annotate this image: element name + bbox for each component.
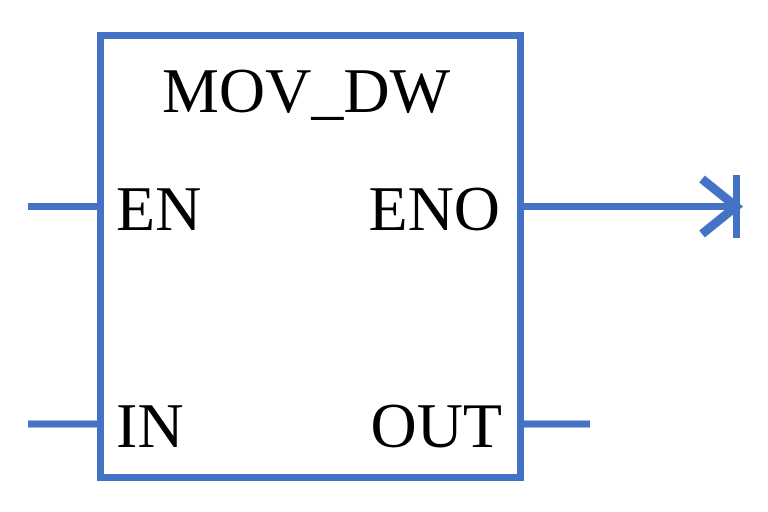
block-title: MOV_DW: [162, 55, 451, 126]
port-label-eno: ENO: [368, 173, 500, 244]
port-label-en: EN: [116, 173, 201, 244]
function-block-box: [97, 32, 524, 481]
port-label-in: IN: [116, 390, 184, 461]
port-label-out: OUT: [370, 390, 502, 461]
